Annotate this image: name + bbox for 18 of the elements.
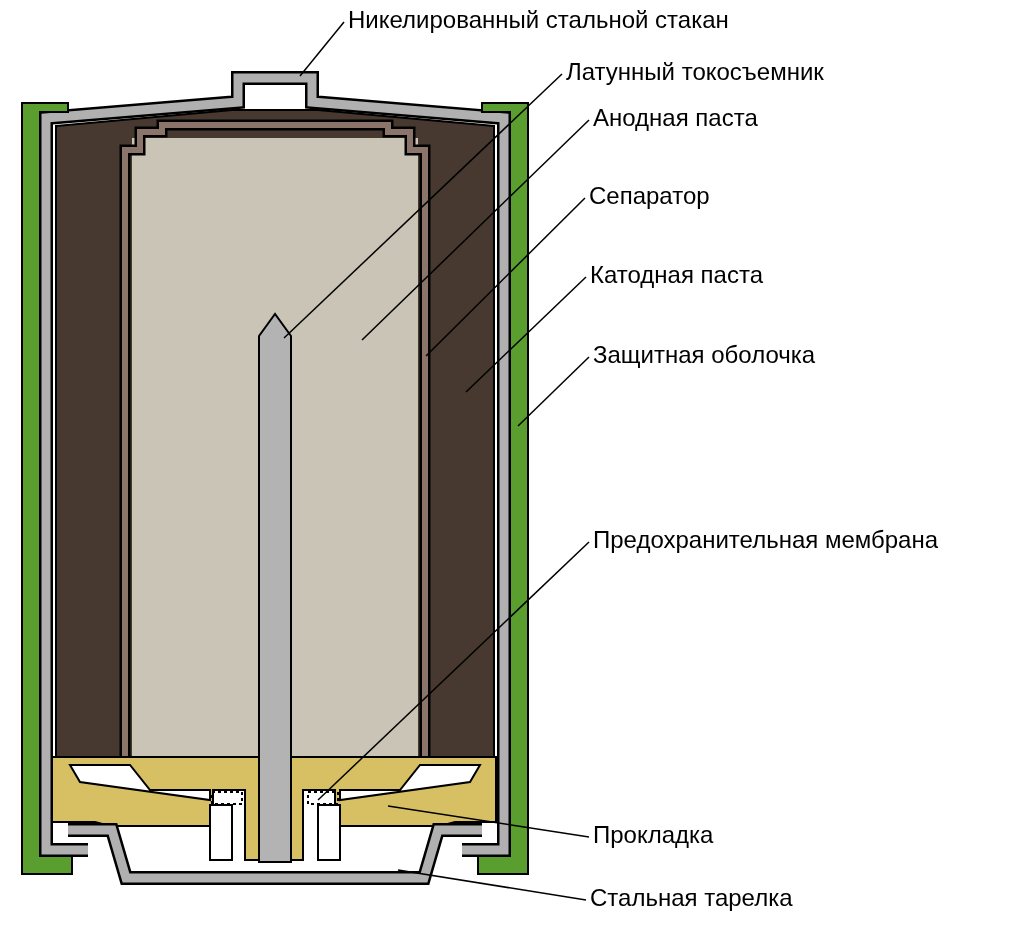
leader-line xyxy=(465,276,587,393)
part-label: Катодная паста xyxy=(590,261,764,289)
leader-line xyxy=(425,197,586,357)
leader-line xyxy=(517,356,590,427)
leader-line xyxy=(317,541,590,801)
part-label: Стальная тарелка xyxy=(590,884,793,912)
leader-line xyxy=(283,73,563,339)
part-label: Защитная оболочка xyxy=(593,341,816,369)
part-label: Прокладка xyxy=(593,821,714,849)
part-label: Никелированный стальной стакан xyxy=(348,6,729,34)
leader-line xyxy=(361,119,590,341)
leader-line xyxy=(387,805,590,838)
part-label: Анодная паста xyxy=(593,104,758,132)
part-label: Латунный токосъемник xyxy=(566,58,824,86)
leader-line xyxy=(397,869,587,901)
leader-line xyxy=(299,21,345,77)
part-label: Сепаратор xyxy=(589,182,710,210)
part-label: Предохранительная мембрана xyxy=(593,526,939,554)
